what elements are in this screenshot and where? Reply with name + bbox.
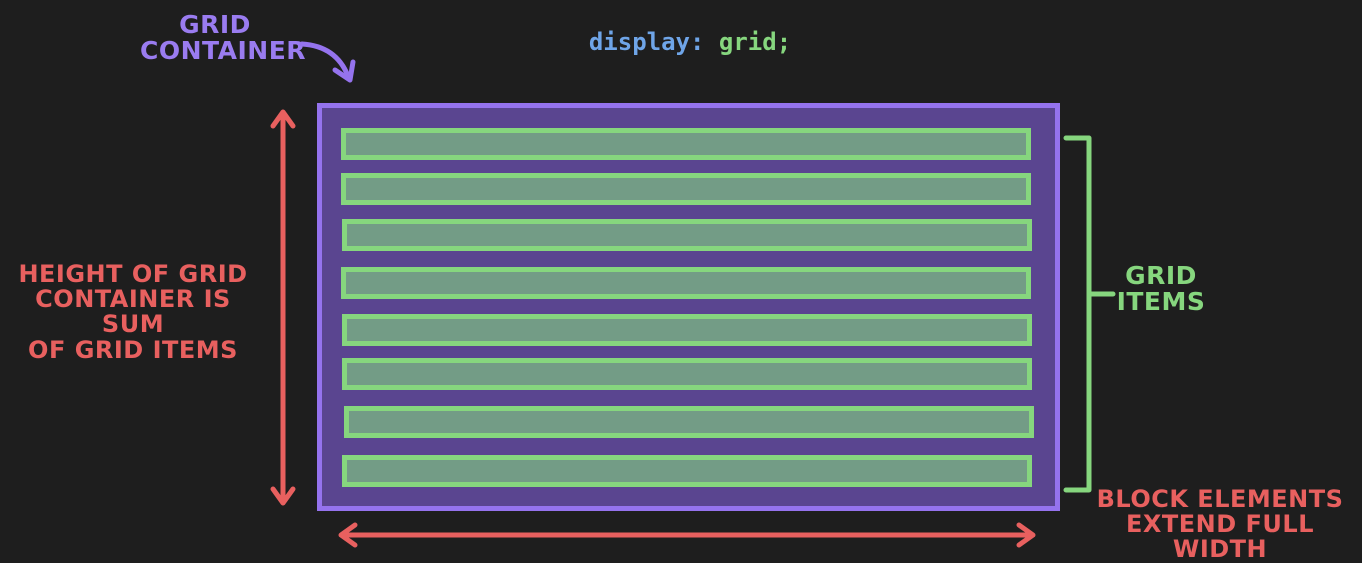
width-arrow-right-head (1016, 522, 1036, 548)
grid-items-bracket (1063, 135, 1092, 493)
block-elements-note-label: BLOCK ELEMENTS EXTEND FULL WIDTH (1096, 485, 1344, 563)
code-colon: : (690, 28, 705, 56)
code-snippet: display: grid; (560, 28, 820, 56)
code-value: grid; (718, 28, 792, 56)
height-note-label: HEIGHT OF GRID CONTAINER IS SUM OF GRID … (18, 260, 248, 364)
height-arrow-bottom-head (270, 486, 296, 506)
grid-item (342, 219, 1032, 251)
grid-item (341, 173, 1031, 205)
curved-pointer-arrow (299, 41, 351, 79)
curved-pointer-arrowhead (332, 59, 356, 83)
width-arrow-left-head (338, 522, 358, 548)
height-arrow-top-head (270, 109, 296, 129)
grid-item (342, 455, 1032, 487)
grid-item (344, 406, 1034, 438)
grid-container-label: GRID CONTAINER (140, 10, 307, 66)
grid-item (341, 267, 1031, 299)
grid-item (342, 314, 1032, 346)
code-property: display (588, 28, 690, 56)
grid-item (342, 358, 1032, 390)
grid-container-box (317, 103, 1060, 511)
grid-item (341, 128, 1031, 160)
grid-items-label: GRID ITEMS (1116, 261, 1206, 317)
